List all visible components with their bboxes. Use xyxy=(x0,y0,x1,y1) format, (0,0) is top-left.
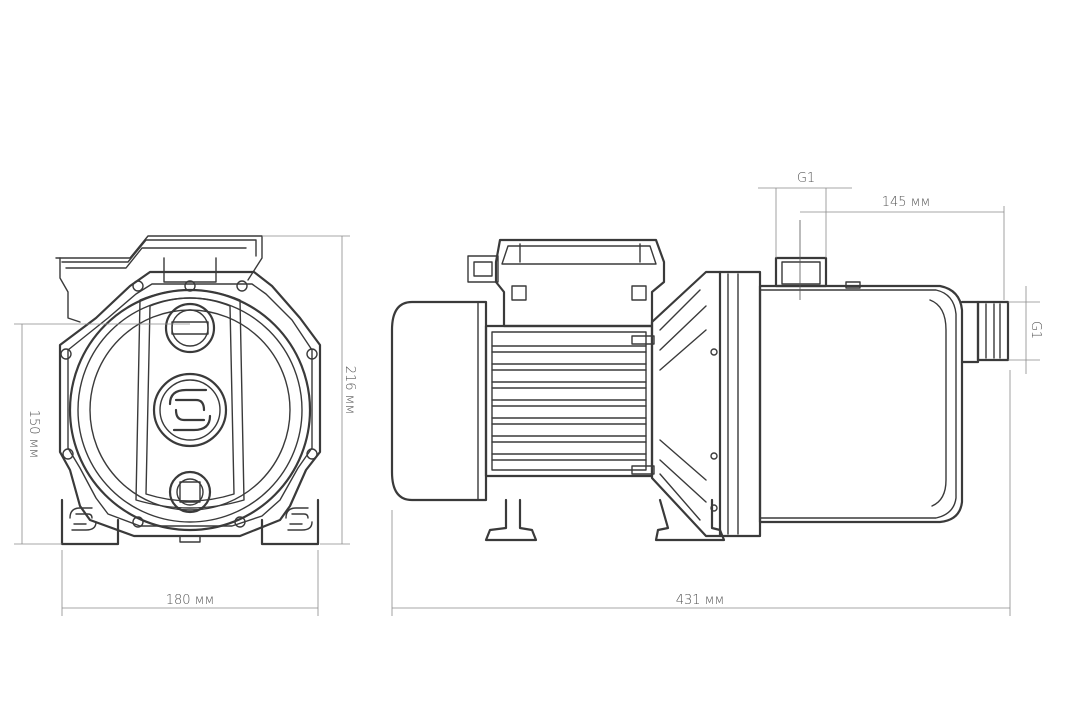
dim-front-height-axis-label: 150 мм xyxy=(26,410,41,459)
cooling-fins xyxy=(491,345,647,461)
side-dimensions xyxy=(391,187,1040,616)
dim-inlet-thread-label: G1 xyxy=(1028,321,1043,339)
dim-front-width-label: 180 мм xyxy=(166,593,215,608)
dim-outlet-thread-label: G1 xyxy=(797,171,815,186)
front-dimensions xyxy=(14,235,350,616)
dim-side-length-label: 431 мм xyxy=(676,593,725,608)
dim-outlet-offset-label: 145 мм xyxy=(882,195,931,210)
side-view xyxy=(390,220,1010,542)
bolt-heads xyxy=(60,280,318,528)
dim-front-height-total-label: 216 мм xyxy=(342,366,357,415)
front-view xyxy=(55,235,322,546)
